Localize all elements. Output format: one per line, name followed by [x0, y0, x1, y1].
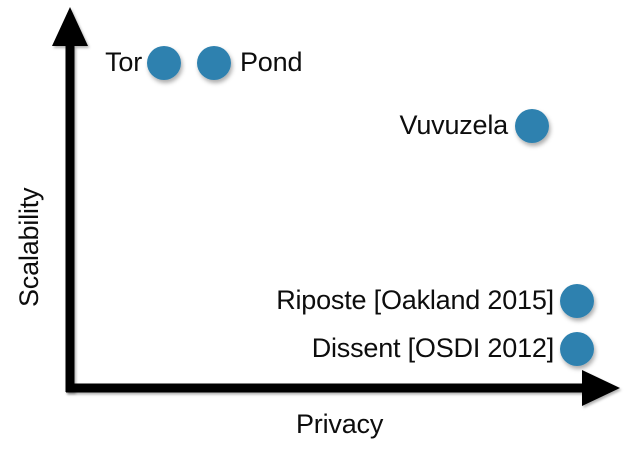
label-pond: Pond [240, 47, 303, 77]
label-dissent: Dissent [OSDI 2012] [311, 333, 555, 363]
y-axis-line [52, 7, 88, 392]
x-axis-line [66, 370, 620, 406]
marker-vuvuzela[interactable] [515, 109, 549, 143]
marker-riposte[interactable] [560, 284, 594, 318]
y-axis-title: Scalability [14, 187, 44, 307]
marker-dissent[interactable] [560, 332, 594, 366]
marker-tor[interactable] [147, 46, 181, 80]
x-axis-title: Privacy [296, 409, 384, 439]
marker-pond[interactable] [197, 46, 231, 80]
data-markers [147, 46, 594, 366]
label-tor: Tor [105, 47, 142, 77]
label-vuvuzela: Vuvuzela [399, 110, 509, 140]
label-riposte: Riposte [Oakland 2015] [276, 285, 554, 315]
